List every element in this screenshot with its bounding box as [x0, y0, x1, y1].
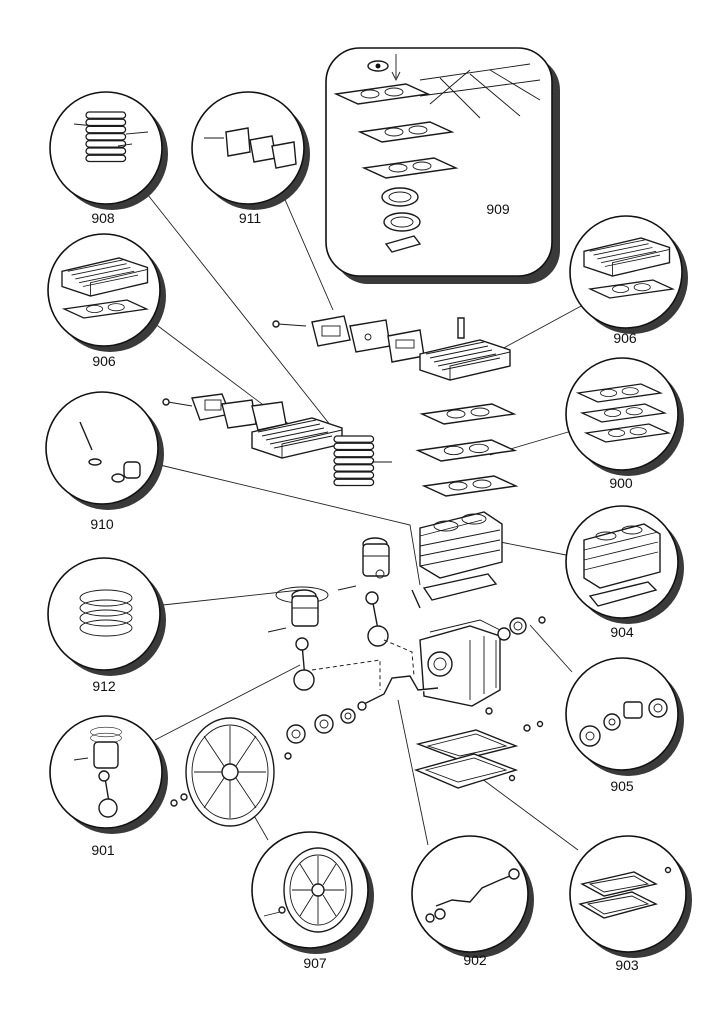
leader-lines: [139, 184, 584, 851]
callout-900: 900: [565, 357, 684, 491]
callout-906-left: 906: [47, 233, 166, 369]
label-904: 904: [610, 624, 634, 640]
callout-907: 907: [251, 831, 374, 971]
callout-908: 908: [49, 91, 168, 226]
callout-902: 902: [411, 835, 534, 968]
label-900: 900: [609, 475, 633, 491]
label-901: 901: [91, 842, 115, 858]
callout-903: 903: [569, 835, 692, 973]
callout-901: 901: [49, 715, 168, 858]
eye-icon: [367, 60, 389, 72]
callout-904: 904: [565, 505, 684, 640]
label-903: 903: [615, 957, 639, 973]
label-911: 911: [239, 210, 262, 226]
label-902: 902: [463, 952, 487, 968]
label-906-right: 906: [613, 330, 637, 346]
callout-911: 911: [191, 91, 310, 226]
callout-912: 912: [47, 557, 166, 694]
callout-910: 910: [45, 391, 164, 532]
label-912: 912: [92, 678, 116, 694]
label-906-left: 906: [92, 353, 116, 369]
label-910: 910: [90, 516, 114, 532]
label-905: 905: [610, 778, 634, 794]
callout-905: 905: [565, 657, 684, 794]
central-assembly: [162, 315, 546, 827]
callout-909: 909: [325, 47, 560, 284]
label-908: 908: [91, 210, 115, 226]
callout-906-right: 906: [569, 215, 688, 346]
label-907: 907: [303, 955, 327, 971]
label-909: 909: [486, 201, 510, 217]
arrow-down-icon: [391, 54, 401, 82]
